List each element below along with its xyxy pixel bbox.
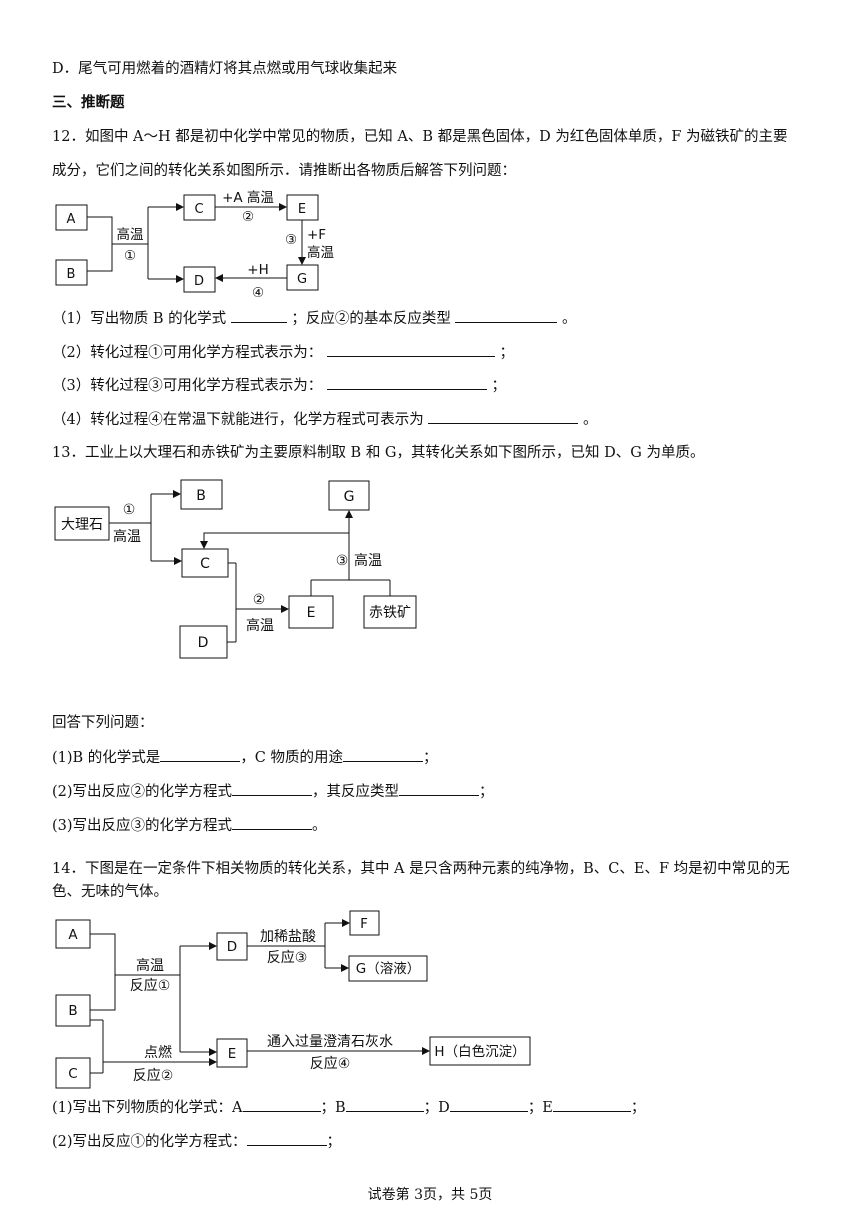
answer-blank[interactable]: [449, 1096, 528, 1112]
cond-2: 高温: [246, 617, 274, 634]
q13-intro: 回答下列问题：: [52, 715, 154, 731]
node-c: C: [68, 1066, 77, 1082]
page-footer: 试卷第 3页，共 5页: [367, 1187, 493, 1203]
q12-stem-line2: 成分，它们之间的转化关系如图所示．请推断出各物质后解答下列问题：: [52, 163, 516, 179]
cond-3: 加稀盐酸: [260, 929, 316, 945]
cond-2: +A 高温: [222, 189, 274, 206]
cond-3a: +F: [307, 227, 326, 243]
answer-blank[interactable]: [399, 780, 480, 796]
q12-3: （3）转化过程③可用化学方程式表示为： ；: [52, 374, 812, 397]
node-a: A: [67, 212, 76, 227]
cond-3: 高温: [354, 552, 382, 569]
node-b: B: [67, 267, 76, 282]
answer-blank[interactable]: [232, 814, 313, 830]
cond-3b: 高温: [307, 244, 334, 261]
react-3: 反应③: [267, 949, 308, 966]
react-4: 反应④: [310, 1055, 351, 1072]
q13-1: (1)B 的化学式是，C 物质的用途；: [52, 746, 812, 769]
node-d: D: [198, 635, 209, 651]
cond-1: 高温: [117, 226, 144, 243]
q14-2: (2)写出反应①的化学方程式：；: [52, 1130, 812, 1153]
answer-blank[interactable]: [326, 374, 487, 390]
node-a: A: [68, 927, 78, 943]
node-c: C: [200, 556, 210, 572]
cond-4: +H: [247, 262, 268, 278]
q13-stem: 13．工业上以大理石和赤铁矿为主要原料制取 B 和 G，其转化关系如下图所示，已…: [52, 445, 705, 461]
node-g: G: [297, 272, 307, 287]
answer-blank[interactable]: [230, 307, 287, 323]
option-d: D．尾气可用燃着的酒精灯将其点燃或用气球收集起来: [52, 61, 398, 77]
num-2: ②: [242, 209, 254, 225]
node-g: G（溶液）: [356, 961, 420, 977]
node-e: E: [228, 1046, 237, 1062]
q12-1: （1）写出物质 B 的化学式 ；反应②的基本反应类型 。: [52, 307, 812, 330]
node-c: C: [194, 202, 203, 217]
q13-2: (2)写出反应②的化学方程式，其反应类型；: [52, 780, 812, 803]
cond-2: 点燃: [144, 1044, 172, 1061]
num-2: ②: [253, 592, 266, 608]
num-3: ③: [285, 232, 297, 248]
node-d: D: [227, 939, 237, 955]
answer-blank[interactable]: [455, 307, 558, 323]
num-3: ③: [336, 553, 349, 569]
answer-blank[interactable]: [326, 341, 495, 357]
q12-2: （2）转化过程①可用化学方程式表示为： ；: [52, 341, 812, 364]
node-hematite: 赤铁矿: [369, 605, 411, 621]
react-1: 反应①: [130, 977, 171, 994]
q14-stem-line1: 14．下图是在一定条件下相关物质的转化关系，其中 A 是只含两种元素的纯净物，B…: [52, 861, 790, 877]
q12-4: （4）转化过程④在常温下就能进行，化学方程式可表示为 。: [52, 408, 812, 431]
q13-3: (3)写出反应③的化学方程式。: [52, 814, 812, 837]
answer-blank[interactable]: [345, 1096, 424, 1112]
node-marble: 大理石: [61, 517, 103, 533]
node-g: G: [344, 489, 355, 505]
cond-1: 高温: [113, 528, 141, 545]
answer-blank[interactable]: [246, 1130, 327, 1146]
answer-blank[interactable]: [160, 746, 241, 762]
num-1: ①: [123, 502, 136, 518]
node-e: E: [307, 605, 316, 621]
q12-stem-line1: 12．如图中 A～H 都是初中化学中常见的物质，已知 A、B 都是黑色固体，D …: [52, 129, 788, 145]
q14-stem-line2: 色、无味的气体。: [52, 884, 168, 900]
q14-1: (1)写出下列物质的化学式：A；B；D；E；: [52, 1096, 812, 1119]
answer-blank[interactable]: [428, 408, 579, 424]
num-4: ④: [252, 285, 264, 301]
node-d: D: [194, 274, 204, 289]
node-f: F: [360, 916, 368, 932]
node-b: B: [196, 488, 206, 504]
answer-blank[interactable]: [343, 746, 424, 762]
section-title: 三、推断题: [52, 94, 125, 111]
react-2: 反应②: [133, 1067, 174, 1084]
cond-1: 高温: [136, 957, 164, 974]
node-b: B: [68, 1003, 77, 1019]
answer-blank[interactable]: [552, 1096, 631, 1112]
num-1: ①: [124, 248, 136, 264]
answer-blank[interactable]: [242, 1096, 321, 1112]
answer-blank[interactable]: [232, 780, 313, 796]
node-e: E: [298, 202, 306, 217]
cond-4: 通入过量澄清石灰水: [267, 1034, 393, 1050]
node-h: H（白色沉淀）: [434, 1043, 525, 1060]
